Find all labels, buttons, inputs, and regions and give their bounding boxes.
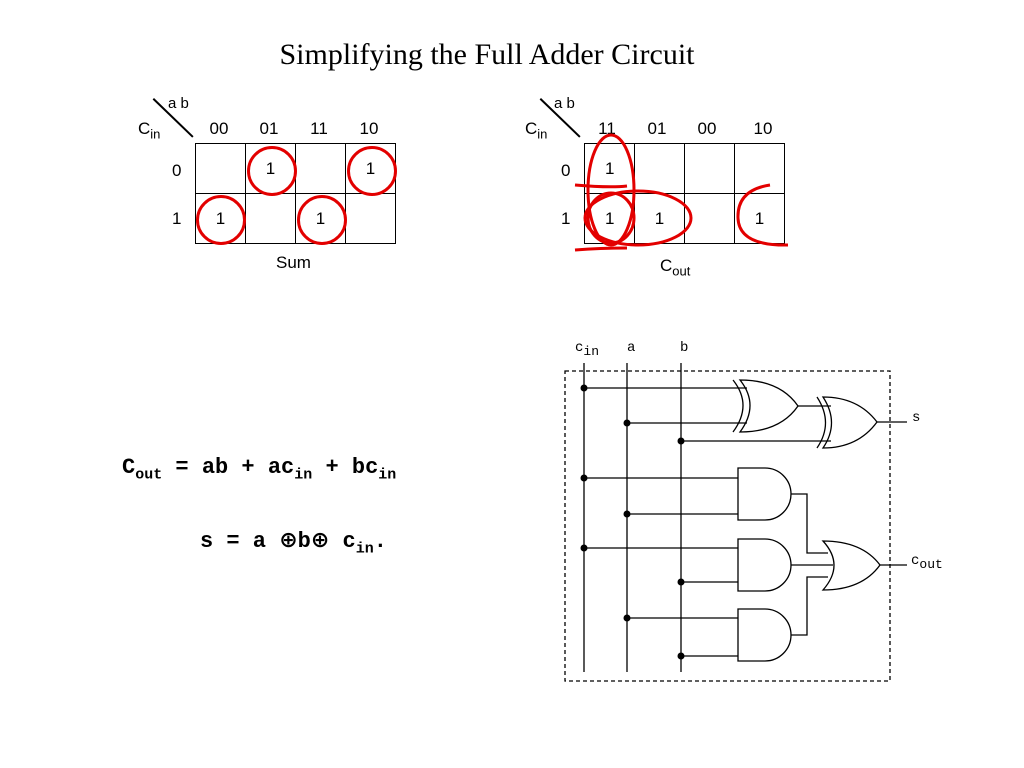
sum-equation: s = a ⊕b⊕ cin. [200, 528, 387, 558]
row-header: 0 [561, 161, 571, 180]
xor-symbol: ⊕ [310, 528, 330, 553]
xor-symbol: ⊕ [279, 528, 298, 553]
xor-gate-1-back [732, 379, 744, 433]
circuit-boundary [564, 370, 891, 682]
grouping-circle [297, 195, 347, 245]
input-label-b: b [680, 340, 689, 356]
and-gate-1 [737, 467, 792, 521]
col-header: 11 [598, 119, 616, 138]
col-var-label: a b [168, 95, 189, 112]
circuit-schematic [564, 363, 907, 682]
col-header: 11 [310, 119, 328, 138]
input-label-cin: cin [575, 340, 600, 359]
kmap-cell [634, 143, 685, 194]
xor-gate-2-back [816, 396, 827, 449]
kmap-cell: 1 [634, 193, 685, 244]
kmap-cell: 1 [584, 143, 635, 194]
col-header: 00 [209, 119, 229, 138]
kmap-cell [684, 193, 735, 244]
kmap-cell [245, 193, 296, 244]
row-header: 1 [561, 209, 571, 228]
or-gate [821, 540, 881, 591]
xor-gate-1 [738, 379, 799, 433]
cout-equation: Cout = ab + acin + bcin [122, 455, 397, 484]
kmap-grid: 1 1 1 1 [584, 143, 785, 244]
kmap-caption: Sum [276, 253, 311, 272]
row-header: 0 [172, 161, 182, 180]
full-adder-circuit: cin a b s cout [555, 335, 965, 695]
input-label-a: a [627, 340, 636, 356]
kmap-cell [684, 143, 735, 194]
kmap-cell: 1 [734, 193, 785, 244]
xor-gate-2 [821, 396, 878, 449]
and-gate-3 [737, 608, 792, 662]
output-label-s: s [912, 410, 921, 426]
row-var-label: Cin [525, 119, 548, 142]
wraparound-arc-left-bottom [574, 246, 628, 252]
grouping-circle [247, 146, 297, 196]
output-label-cout: cout [911, 553, 943, 572]
kmap-cell [345, 193, 396, 244]
kmap-caption: Cout [660, 256, 691, 279]
kmap-sum: a b Cin 00 01 11 10 0 1 1 1 1 1 Sum [130, 90, 410, 280]
kmap-cout: a b Cin 11 01 00 10 0 1 1 1 1 1 Cout [515, 90, 800, 285]
row-header: 1 [172, 209, 182, 228]
kmap-cell [734, 143, 785, 194]
junction-dots [580, 384, 685, 660]
row-var-label: Cin [138, 119, 161, 142]
col-header: 10 [753, 119, 773, 138]
col-header: 00 [697, 119, 717, 138]
and-gate-2 [737, 538, 792, 592]
grouping-circle [347, 146, 397, 196]
col-header: 01 [647, 119, 667, 138]
kmap-cell [295, 143, 346, 194]
grouping-circle [196, 195, 246, 245]
kmap-cell [195, 143, 246, 194]
col-header: 10 [359, 119, 379, 138]
col-header: 01 [259, 119, 279, 138]
page-title: Simplifying the Full Adder Circuit [279, 38, 695, 71]
kmap-cell: 1 [584, 193, 635, 244]
col-var-label: a b [554, 95, 575, 112]
